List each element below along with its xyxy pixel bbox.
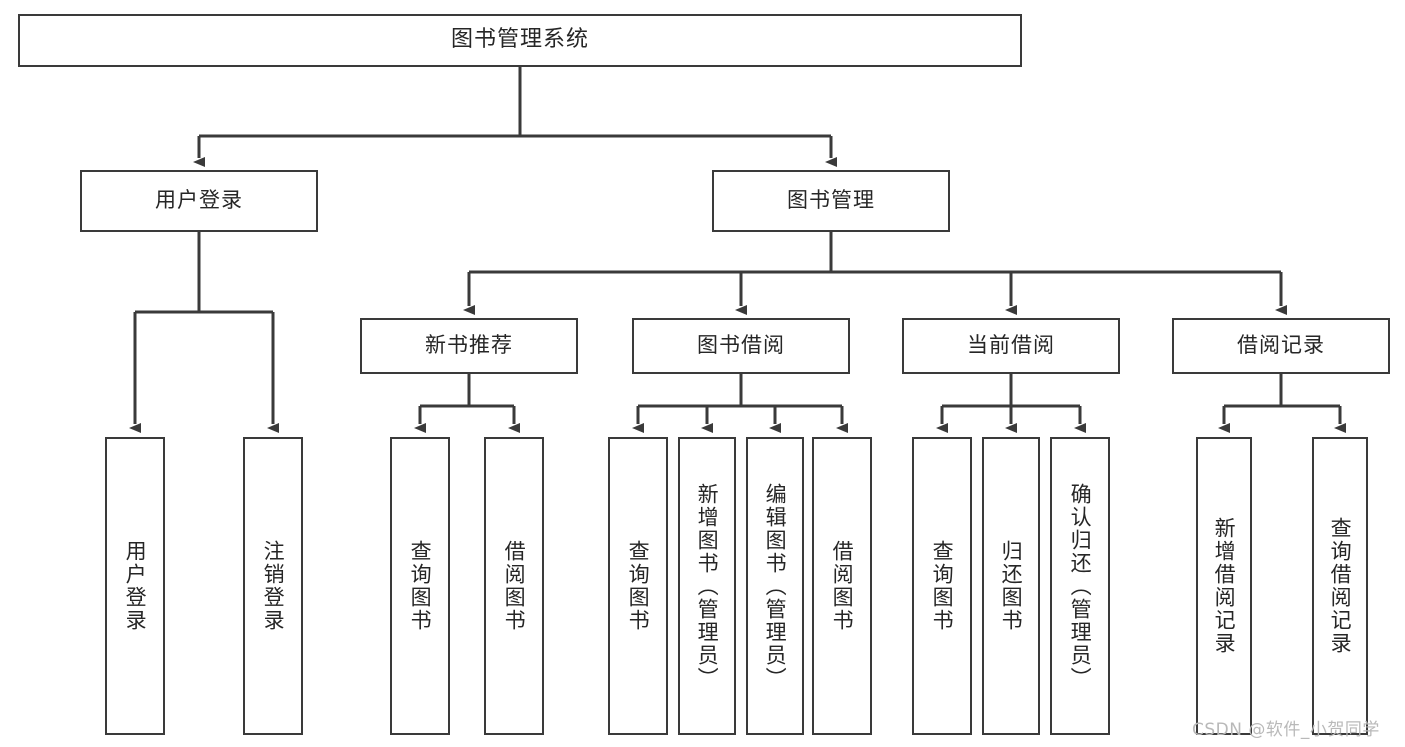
csdn-watermark: CSDN @软件_小贺同学 — [1192, 720, 1380, 740]
leaf-label: 查询借阅记录 — [1328, 517, 1353, 655]
leaf-label: 确认归还（管理员） — [1068, 482, 1093, 690]
node-book-borrow[interactable]: 图书借阅 — [632, 318, 850, 374]
node-user-login[interactable]: 用户登录 — [80, 170, 318, 232]
leaf-label: 查询图书 — [626, 540, 651, 632]
node-leaf-add-record[interactable]: 新增借阅记录 — [1196, 437, 1252, 735]
node-leaf-confirm-return[interactable]: 确认归还（管理员） — [1050, 437, 1110, 735]
node-root-system[interactable]: 图书管理系统 — [18, 14, 1022, 67]
node-leaf-return-book[interactable]: 归还图书 — [982, 437, 1040, 735]
leaf-label: 归还图书 — [999, 540, 1024, 632]
node-current-borrow[interactable]: 当前借阅 — [902, 318, 1120, 374]
leaf-label: 注销登录 — [261, 540, 286, 632]
node-leaf-borrow-book-2[interactable]: 借阅图书 — [812, 437, 872, 735]
leaf-label: 查询图书 — [930, 540, 955, 632]
leaf-label: 新增借阅记录 — [1212, 517, 1237, 655]
leaf-label: 查询图书 — [408, 540, 433, 632]
leaf-label: 借阅图书 — [502, 540, 527, 632]
node-leaf-query-record[interactable]: 查询借阅记录 — [1312, 437, 1368, 735]
node-leaf-add-book[interactable]: 新增图书（管理员） — [678, 437, 736, 735]
node-leaf-query-book-1[interactable]: 查询图书 — [390, 437, 450, 735]
node-leaf-query-book-3[interactable]: 查询图书 — [912, 437, 972, 735]
leaf-label: 新增图书（管理员） — [695, 482, 720, 690]
node-leaf-logout-login[interactable]: 注销登录 — [243, 437, 303, 735]
node-leaf-borrow-book-1[interactable]: 借阅图书 — [484, 437, 544, 735]
node-leaf-edit-book[interactable]: 编辑图书（管理员） — [746, 437, 804, 735]
node-leaf-user-login[interactable]: 用户登录 — [105, 437, 165, 735]
leaf-label: 用户登录 — [123, 540, 148, 632]
leaf-label: 编辑图书（管理员） — [763, 482, 788, 690]
node-leaf-query-book-2[interactable]: 查询图书 — [608, 437, 668, 735]
node-book-management[interactable]: 图书管理 — [712, 170, 950, 232]
leaf-label: 借阅图书 — [830, 540, 855, 632]
node-borrow-record[interactable]: 借阅记录 — [1172, 318, 1390, 374]
node-new-book-recommend[interactable]: 新书推荐 — [360, 318, 578, 374]
